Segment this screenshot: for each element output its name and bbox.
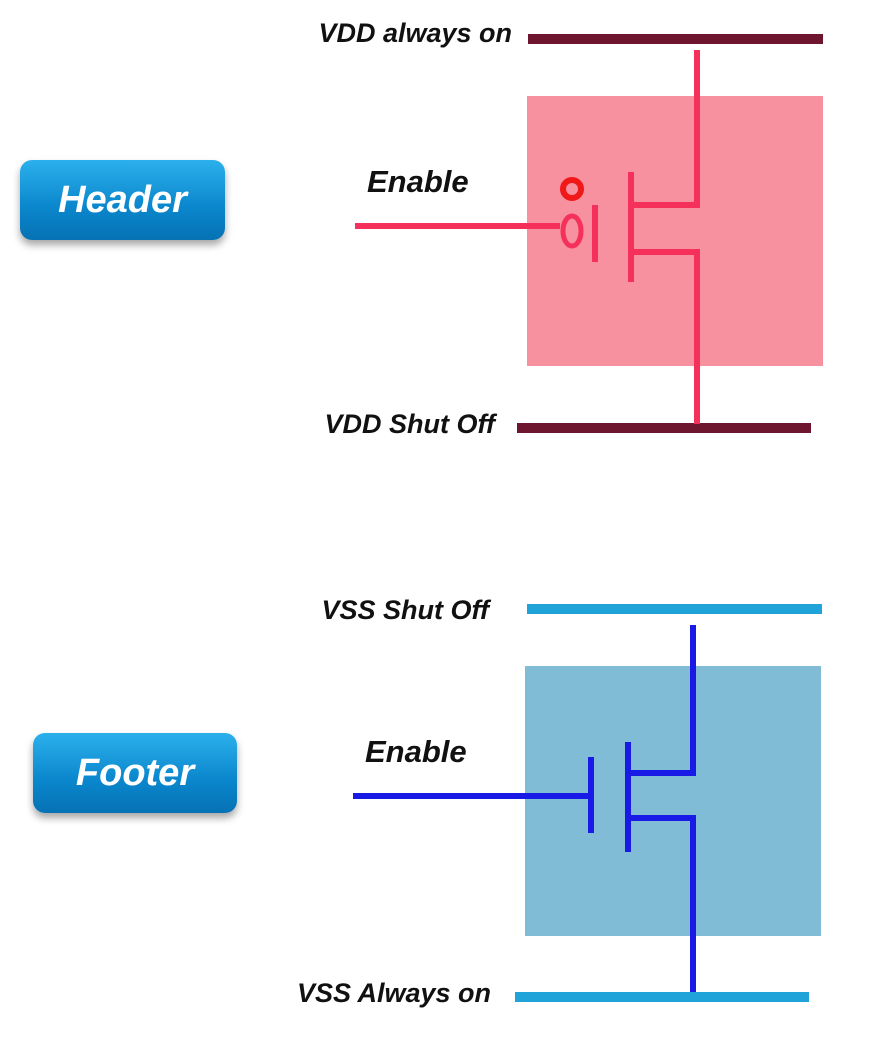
header-button[interactable]: Header — [20, 160, 225, 240]
footer-enable-label: Enable — [365, 734, 467, 769]
header-enable-label: Enable — [367, 164, 469, 199]
nmos-footer-transistor — [353, 625, 696, 992]
vss-shut-off-label: VSS Shut Off — [321, 595, 489, 625]
header-button-label: Header — [58, 178, 187, 221]
vdd-shut-off-label: VDD Shut Off — [324, 409, 496, 439]
vdd-always-on-label: VDD always on — [318, 18, 512, 48]
footer-switch-region — [525, 666, 821, 936]
pmos-header-transistor — [355, 50, 700, 424]
cursor-highlight-icon — [560, 177, 584, 201]
footer-button-label: Footer — [75, 751, 195, 794]
vss-always-on-label: VSS Always on — [296, 978, 491, 1008]
footer-button[interactable]: Footer — [33, 733, 237, 813]
header-switch-region — [527, 96, 823, 366]
